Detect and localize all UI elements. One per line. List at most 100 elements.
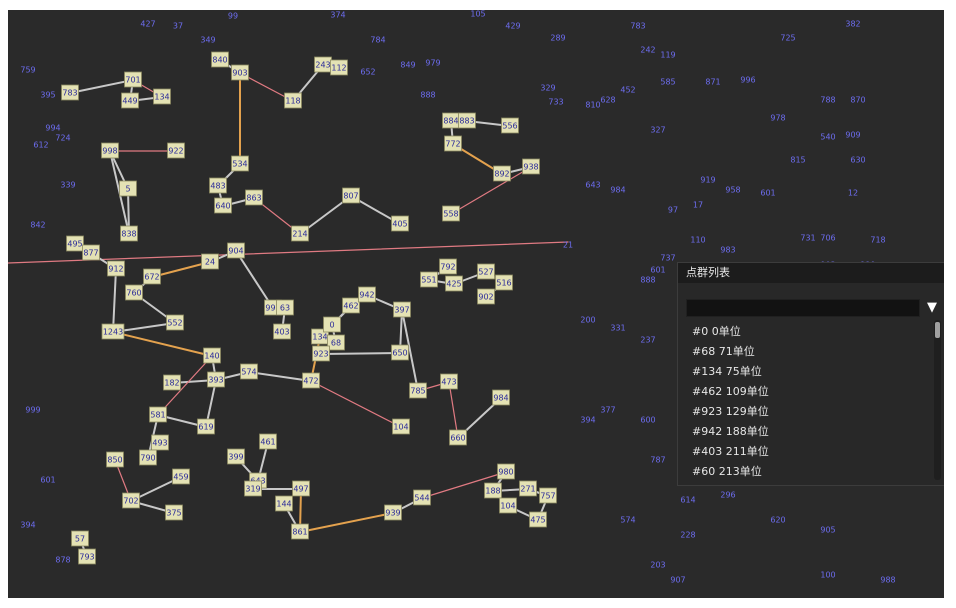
graph-node[interactable]: 68 — [327, 334, 345, 351]
node-box[interactable] — [529, 511, 547, 528]
cluster-list-item[interactable]: #462 109单位 — [692, 385, 769, 398]
graph-node[interactable]: 534 — [231, 155, 249, 172]
cluster-search-input[interactable] — [686, 299, 920, 317]
node-box[interactable] — [484, 482, 502, 499]
graph-node[interactable]: 904 — [227, 242, 245, 259]
graph-node[interactable]: 984 — [492, 389, 510, 406]
graph-node[interactable]: 544 — [413, 489, 431, 506]
graph-node[interactable]: 516 — [495, 274, 513, 291]
graph-node[interactable]: 807 — [342, 187, 360, 204]
node-box[interactable] — [201, 253, 219, 270]
graph-node[interactable]: 118 — [284, 92, 302, 109]
node-box[interactable] — [275, 495, 293, 512]
graph-node[interactable]: 63 — [276, 299, 294, 316]
node-box[interactable] — [391, 344, 409, 361]
node-box[interactable] — [499, 497, 517, 514]
node-box[interactable] — [291, 523, 309, 540]
node-box[interactable] — [392, 418, 410, 435]
node-box[interactable] — [330, 59, 348, 76]
node-box[interactable] — [458, 112, 476, 129]
graph-node[interactable]: 574 — [240, 363, 258, 380]
graph-node[interactable]: 551 — [420, 271, 438, 288]
dropdown-triangle-icon[interactable]: ▼ — [927, 300, 937, 315]
graph-node[interactable]: 640 — [214, 197, 232, 214]
graph-node[interactable]: 877 — [82, 244, 100, 261]
node-box[interactable] — [519, 480, 537, 497]
node-box[interactable] — [120, 225, 138, 242]
node-box[interactable] — [101, 323, 125, 340]
graph-node[interactable]: 939 — [384, 504, 402, 521]
node-box[interactable] — [393, 301, 411, 318]
graph-node[interactable]: 271 — [519, 480, 537, 497]
graph-node[interactable]: 493 — [151, 434, 169, 451]
graph-node[interactable]: 182 — [163, 374, 181, 391]
graph-node[interactable]: 144 — [275, 495, 293, 512]
graph-node[interactable]: 942 — [358, 286, 376, 303]
node-box[interactable] — [209, 177, 227, 194]
graph-node[interactable]: 672 — [143, 268, 161, 285]
node-box[interactable] — [166, 314, 184, 331]
node-box[interactable] — [342, 297, 360, 314]
graph-node[interactable]: 883 — [458, 112, 476, 129]
graph-node[interactable]: 772 — [444, 135, 462, 152]
node-box[interactable] — [211, 51, 229, 68]
cluster-list-item[interactable]: #403 211单位 — [692, 445, 769, 458]
cluster-list-item[interactable]: #923 129单位 — [692, 405, 769, 418]
graph-node[interactable]: 405 — [391, 215, 409, 232]
node-box[interactable] — [302, 372, 320, 389]
node-box[interactable] — [445, 275, 463, 292]
graph-node[interactable]: 57 — [71, 530, 89, 547]
node-box[interactable] — [276, 299, 294, 316]
node-box[interactable] — [101, 142, 119, 159]
node-box[interactable] — [391, 215, 409, 232]
graph-node[interactable]: 375 — [165, 504, 183, 521]
node-box[interactable] — [327, 334, 345, 351]
graph-node[interactable]: 140 — [203, 347, 221, 364]
node-box[interactable] — [444, 135, 462, 152]
node-box[interactable] — [420, 271, 438, 288]
node-box[interactable] — [203, 347, 221, 364]
node-box[interactable] — [244, 480, 262, 497]
node-box[interactable] — [122, 492, 140, 509]
graph-node[interactable]: 922 — [167, 142, 185, 159]
graph-node[interactable]: 214 — [291, 225, 309, 242]
node-box[interactable] — [440, 373, 458, 390]
graph-node[interactable]: 393 — [207, 371, 225, 388]
graph-node[interactable]: 449 — [121, 92, 139, 109]
node-box[interactable] — [497, 463, 515, 480]
graph-node[interactable]: 902 — [477, 288, 495, 305]
node-box[interactable] — [439, 258, 457, 275]
node-box[interactable] — [227, 242, 245, 259]
graph-node[interactable]: 884 — [442, 112, 460, 129]
node-box[interactable] — [61, 84, 79, 101]
node-box[interactable] — [82, 244, 100, 261]
graph-node[interactable]: 461 — [259, 433, 277, 450]
graph-node[interactable]: 793 — [78, 548, 96, 565]
graph-node[interactable]: 425 — [445, 275, 463, 292]
scrollbar-thumb[interactable] — [935, 322, 940, 338]
node-box[interactable] — [291, 225, 309, 242]
node-box[interactable] — [477, 288, 495, 305]
graph-node[interactable]: 980 — [497, 463, 515, 480]
node-box[interactable] — [358, 286, 376, 303]
graph-node[interactable]: 790 — [139, 449, 157, 466]
cluster-list-item[interactable]: #942 188单位 — [692, 425, 769, 438]
graph-node[interactable]: 785 — [409, 382, 427, 399]
node-box[interactable] — [231, 64, 249, 81]
graph-node[interactable]: 497 — [292, 480, 310, 497]
node-box[interactable] — [240, 363, 258, 380]
node-box[interactable] — [273, 323, 291, 340]
graph-node[interactable]: 923 — [312, 345, 330, 362]
graph-node[interactable]: 861 — [291, 523, 309, 540]
cluster-list-item[interactable]: #60 213单位 — [692, 465, 762, 478]
graph-node[interactable]: 556 — [501, 117, 519, 134]
graph-node[interactable]: 24 — [201, 253, 219, 270]
cluster-list-item[interactable]: #68 71单位 — [692, 345, 755, 358]
node-box[interactable] — [227, 448, 245, 465]
node-box[interactable] — [292, 480, 310, 497]
cluster-list-item[interactable]: #0 0单位 — [692, 325, 741, 338]
node-box[interactable] — [245, 189, 263, 206]
node-box[interactable] — [121, 92, 139, 109]
graph-node[interactable]: 619 — [197, 418, 215, 435]
